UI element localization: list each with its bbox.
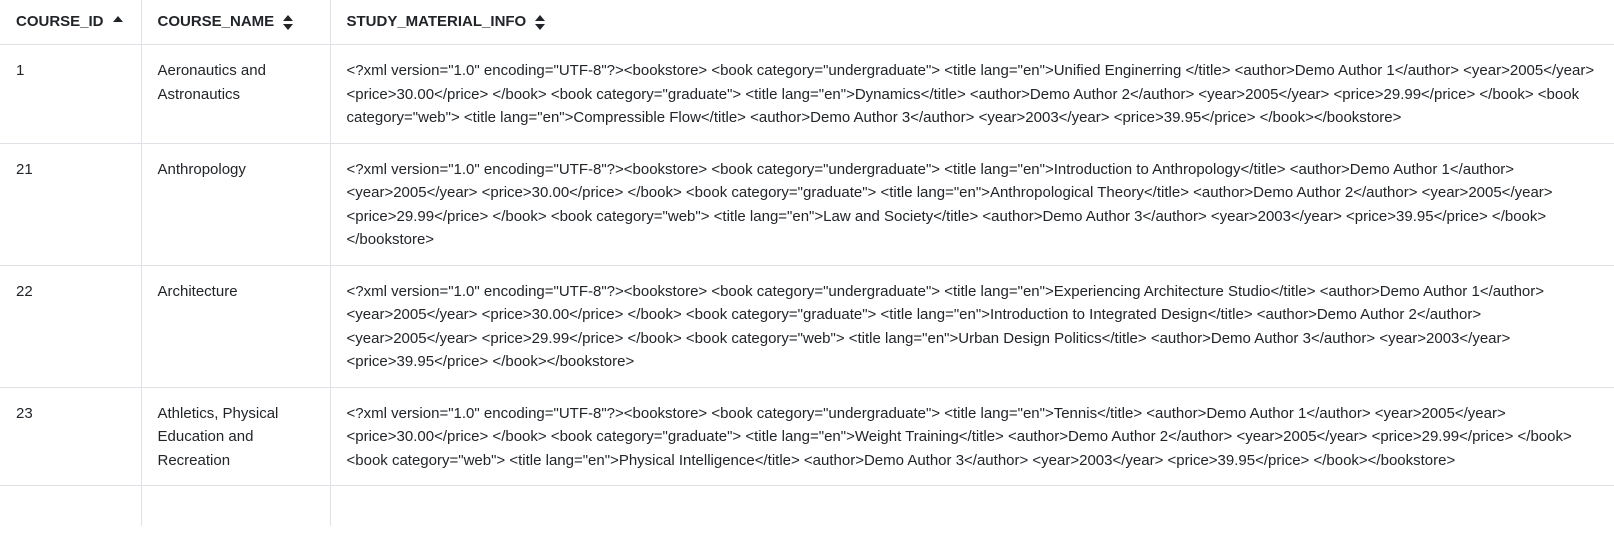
table-row: 1 Aeronautics and Astronautics <?xml ver… [0,44,1614,144]
course-name-cell: Anthropology [140,143,330,266]
column-header-study-material-info[interactable]: STUDY_MATERIAL_INFO [329,0,1614,45]
study-material-info-cell: <?xml version="1.0" encoding="UTF-8"?><b… [329,265,1614,388]
sort-up-down-icon [535,14,546,30]
course-name-cell [140,485,330,526]
column-label-course-id: COURSE_ID [16,13,104,30]
study-material-info-cell [329,485,1614,526]
table-row: 21 Anthropology <?xml version="1.0" enco… [0,143,1614,266]
column-header-course-name[interactable]: COURSE_NAME [140,0,330,45]
course-name-cell: Architecture [140,265,330,388]
course-id-cell: 1 [0,44,141,144]
column-label-course-name: COURSE_NAME [157,13,275,30]
course-id-cell [0,485,141,526]
table-row: 23 Athletics, Physical Education and Rec… [0,387,1614,486]
table-row: 22 Architecture <?xml version="1.0" enco… [0,265,1614,388]
study-material-info-cell: <?xml version="1.0" encoding="UTF-8"?><b… [329,44,1614,144]
course-name-cell: Athletics, Physical Education and Recrea… [140,387,330,486]
column-label-study-material-info: STUDY_MATERIAL_INFO [346,13,527,30]
study-material-info-cell: <?xml version="1.0" encoding="UTF-8"?><b… [329,387,1614,486]
course-id-cell: 21 [0,143,141,266]
table-header-row: COURSE_ID COURSE_NAME STUDY_MATERIAL_INF… [0,0,1614,45]
course-id-cell: 23 [0,387,141,486]
sort-up-down-icon [283,14,294,30]
study-material-info-cell: <?xml version="1.0" encoding="UTF-8"?><b… [329,143,1614,266]
course-name-cell: Aeronautics and Astronautics [140,44,330,144]
column-header-course-id[interactable]: COURSE_ID [0,0,141,45]
sort-ascending-icon [112,16,123,22]
table-row-partial [0,485,1614,526]
courses-table: COURSE_ID COURSE_NAME STUDY_MATERIAL_INF… [0,0,1614,526]
course-id-cell: 22 [0,265,141,388]
